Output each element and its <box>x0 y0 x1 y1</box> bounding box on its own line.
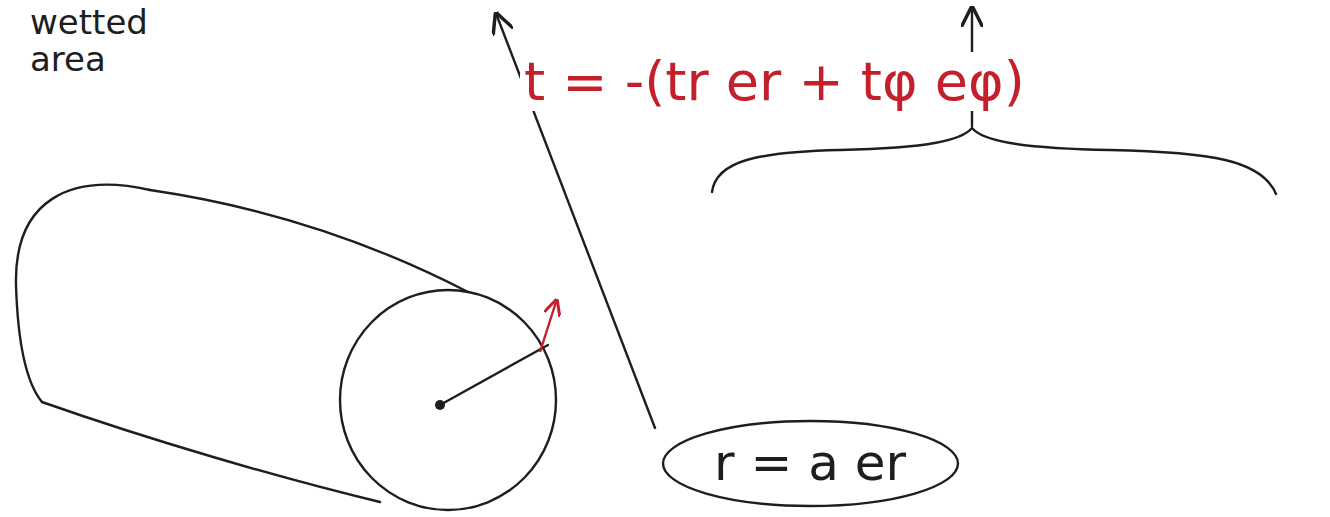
position-ellipse: r = a er <box>661 419 960 508</box>
annotation: wetted area <box>30 4 160 79</box>
cylinder-left-end <box>16 185 150 402</box>
traction-vector <box>540 302 556 352</box>
radius-line <box>440 345 548 405</box>
cylinder-top-line <box>150 190 468 292</box>
traction-formula: t = -(tr er + tφ eφ) <box>520 52 1029 111</box>
cylinder-bottom-line <box>42 402 380 502</box>
cylinder-end-face <box>340 290 556 510</box>
position-vector: r = a er <box>714 436 906 491</box>
brace <box>712 128 1276 194</box>
ellipse-border <box>663 421 958 506</box>
centre-dot <box>435 400 445 410</box>
